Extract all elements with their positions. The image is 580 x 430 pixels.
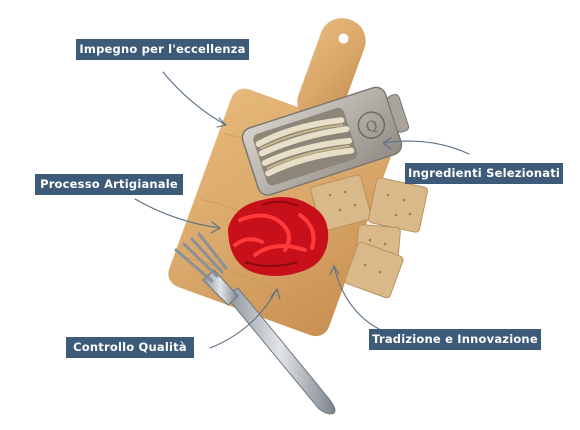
label-processo: Processo Artigianale <box>35 174 183 195</box>
crackers <box>310 174 428 299</box>
arrow-ingredienti <box>382 137 470 155</box>
roasted-red-peppers <box>228 196 329 276</box>
svg-text:Q: Q <box>364 118 380 137</box>
label-tradizione: Tradizione e Innovazione <box>369 329 541 350</box>
arrow-controllo <box>209 287 281 349</box>
label-impegno: Impegno per l'eccellenza <box>76 39 249 60</box>
arrow-impegno <box>162 71 228 128</box>
anchovy-tin: Q <box>241 86 410 196</box>
arrow-processo <box>134 198 222 234</box>
arrow-tradizione <box>329 264 382 331</box>
label-controllo: Controllo Qualità <box>66 337 194 358</box>
label-ingredienti: Ingredienti Selezionati <box>405 163 563 184</box>
fork <box>174 232 336 415</box>
